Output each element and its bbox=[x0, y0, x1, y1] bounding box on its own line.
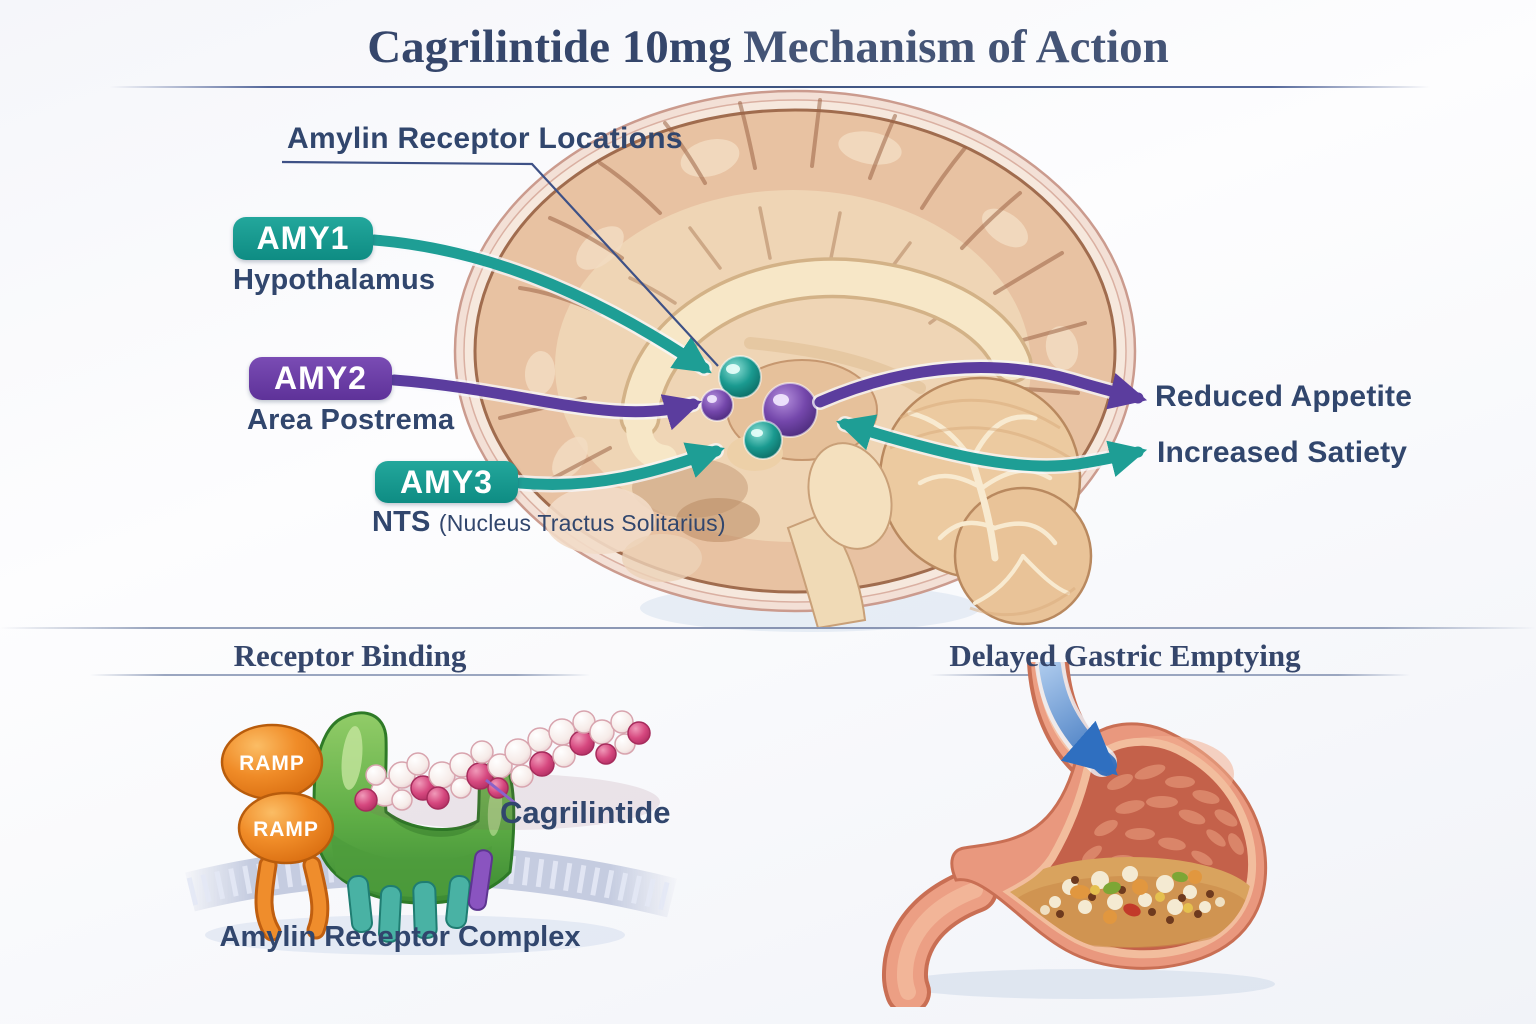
amy2-badge: AMY2 bbox=[249, 357, 392, 400]
stomach-illustration bbox=[881, 662, 1275, 1007]
receptor-complex-illustration: RAMP RAMP bbox=[185, 710, 677, 955]
ramp-subunits: RAMP RAMP bbox=[220, 723, 335, 865]
reduced-appetite-label: Reduced Appetite bbox=[1155, 380, 1413, 413]
receptor-binding-underline bbox=[90, 674, 590, 676]
amy1-badge: AMY1 bbox=[233, 217, 373, 260]
page-title-drug: Cagrilintide 10mg bbox=[367, 21, 732, 73]
cagrilintide-pointer-line bbox=[485, 778, 521, 809]
ramp-anchors bbox=[254, 855, 330, 942]
cagrilintide-label: Cagrilintide bbox=[500, 795, 671, 830]
page-title-suffix: Mechanism of Action bbox=[743, 21, 1169, 73]
page-title: Cagrilintide 10mg Mechanism of Action bbox=[0, 18, 1536, 76]
receptor-binding-heading: Receptor Binding bbox=[233, 638, 467, 673]
amy3-region-detail: (Nucleus Tractus Solitarius) bbox=[438, 510, 726, 536]
gastric-arrow bbox=[1035, 662, 1118, 777]
cagrilintide-peptide bbox=[354, 710, 660, 830]
brain-illustration bbox=[453, 89, 1137, 632]
amylin-receptor-locations-label: Amylin Receptor Locations bbox=[287, 122, 683, 155]
gastric-emptying-heading: Delayed Gastric Emptying bbox=[949, 638, 1301, 673]
amy1-region-label: Hypothalamus bbox=[233, 264, 436, 296]
ramp-purple-leg bbox=[467, 849, 494, 911]
receptor-transmembrane-legs bbox=[347, 849, 494, 944]
ramp-subunit-2 bbox=[237, 791, 335, 865]
amylin-receptor-complex-caption: Amylin Receptor Complex bbox=[219, 921, 581, 953]
increased-satiety-label: Increased Satiety bbox=[1157, 436, 1408, 469]
receptor-site-markers bbox=[700, 355, 818, 460]
food-contents bbox=[1010, 857, 1253, 948]
amy3-region-label: NTS (Nucleus Tractus Solitarius) bbox=[372, 506, 726, 539]
stomach-shadow bbox=[895, 969, 1275, 999]
amy3-badge: AMY3 bbox=[375, 461, 518, 503]
gastric-emptying-underline bbox=[930, 674, 1410, 676]
section-divider bbox=[0, 627, 1536, 629]
amy3-region-abbrev: NTS bbox=[372, 506, 431, 538]
title-rule bbox=[110, 86, 1430, 88]
ramp-label-1: RAMP bbox=[239, 752, 305, 775]
stomach-interior bbox=[1002, 737, 1256, 959]
duodenum bbox=[881, 867, 998, 1007]
ramp-label-2: RAMP bbox=[253, 818, 319, 841]
amy2-region-label: Area Postrema bbox=[247, 404, 455, 436]
